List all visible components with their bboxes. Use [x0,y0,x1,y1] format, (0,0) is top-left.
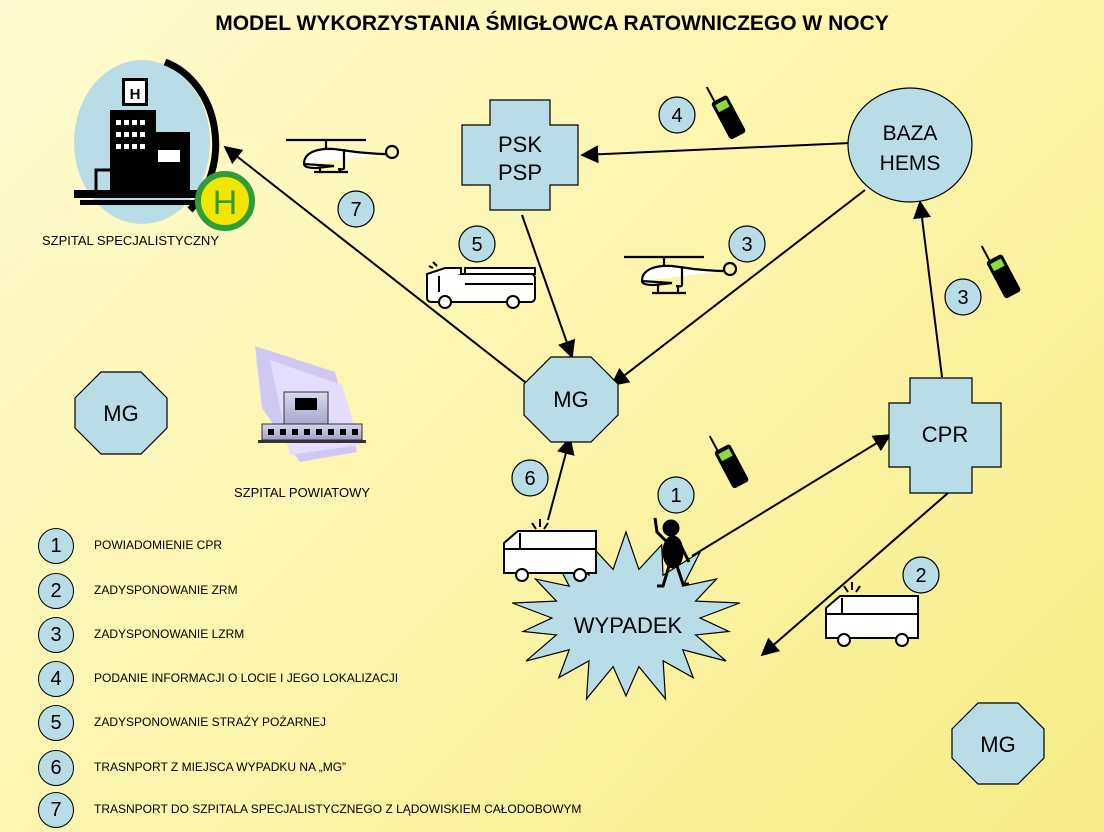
mobile-phone-icon [980,245,1021,299]
step-badge-6 [511,459,549,497]
ambulance-icon [503,519,597,582]
legend-label: TRASNPORT Z MIEJSCA WYPADKU NA „MG” [94,760,347,774]
legend-item-5: 5 ZADYSPONOWANIE STRAŻY POŻARNEJ [38,705,758,741]
mg-node-left [74,371,168,455]
legend-label: ZADYSPONOWANIE LZRM [94,627,245,641]
county-hospital-caption: SZPITAL POWIATOWY [234,485,371,500]
legend-item-1: 1 POWIADOMIENIE CPR [38,528,758,564]
diagram-title: MODEL WYKORZYSTANIA ŚMIGŁOWCA RATOWNICZE… [215,12,889,35]
hospital-sign-letter: H [130,86,141,103]
baza-label: BAZA [883,122,938,145]
legend-label: ZADYSPONOWANIE ZRM [94,583,238,597]
hospital-building-icon [74,58,224,224]
legend-item-3: 3 ZADYSPONOWANIE LZRM [38,617,758,653]
step-badge-5 [458,225,496,263]
arrow-baza-to-mg [610,189,866,387]
mg-node-bottom-right [951,702,1045,785]
arrow-baza-to-psk [580,142,851,164]
psk-label: PSK [498,132,542,157]
specialist-hospital-caption: SZPITAL SPECJALISTYCZNY [42,233,219,248]
legend-label: POWIADOMIENIE CPR [94,538,223,552]
baza-hems-node [847,87,973,203]
flow-arrows [223,142,949,657]
legend-number: 6 [38,750,74,786]
arrow-mg-to-szpital [223,145,526,383]
step-badge-6-number: 6 [524,468,535,490]
mg-label-left: MG [103,401,138,426]
legend-number: 1 [38,528,74,564]
step-badges: 1 2 3 3 4 5 6 7 [337,96,982,594]
legend-number: 4 [38,661,74,697]
arrow-psk-to-mg [521,214,576,359]
mobile-phone-icon [705,86,746,140]
legend-item-2: 2 ZADYSPONOWANIE ZRM [38,573,758,609]
mg-node-center [523,356,619,443]
step-badge-3-phone-number: 3 [957,287,968,309]
psk-psp-node [461,99,579,211]
step-badge-4-number: 4 [671,105,682,127]
helicopter-icon [286,138,400,174]
arrow-wypadek-to-cpr [691,434,892,557]
arrow-ambulance-to-mg [547,436,575,521]
arrow-cpr-to-wypadek [760,492,949,657]
step-badge-2 [902,556,940,594]
legend-label: PODANIE INFORMACJI O LOCIE I JEGO LOKALI… [94,671,399,685]
wypadek-label: WYPADEK [574,613,683,638]
helicopter-icon [624,255,738,295]
fire-truck-icon [426,261,536,309]
step-badge-2-number: 2 [915,565,926,587]
arrow-cpr-to-baza [913,200,943,378]
step-badge-1-number: 1 [670,485,681,507]
helipad-icon [195,171,255,231]
psp-label: PSP [498,160,542,185]
legend-item-7: 7 TRASNPORT DO SZPITALA SPECJALISTYCZNEG… [38,792,758,828]
step-badge-4 [658,96,696,134]
helipad-letter: H [213,184,238,222]
mg-label-bottom-right: MG [980,732,1015,757]
legend-number: 7 [38,792,74,828]
mg-label-center: MG [553,387,588,412]
cpr-node [888,377,1002,494]
legend-number: 5 [38,705,74,741]
county-hospital-icon [255,346,366,462]
step-badge-7-number: 7 [350,199,361,221]
mobile-phone-icon [708,435,749,489]
legend-item-6: 6 TRASNPORT Z MIEJSCA WYPADKU NA „MG” [38,750,758,786]
legend-number: 2 [38,573,74,609]
legend-item-4: 4 PODANIE INFORMACJI O LOCIE I JEGO LOKA… [38,661,758,697]
person-icon [653,517,691,588]
legend-label: ZADYSPONOWANIE STRAŻY POŻARNEJ [94,715,327,729]
step-badge-7 [337,190,375,228]
hems-label: HEMS [880,152,941,175]
cpr-label: CPR [922,422,968,447]
step-badge-3-phone [944,278,982,316]
legend-label: TRASNPORT DO SZPITALA SPECJALISTYCZNEGO … [94,802,582,816]
ambulance-icon [825,582,919,647]
step-badge-1 [657,476,695,514]
step-badge-5-number: 5 [471,234,482,256]
step-badge-3-helicopter [728,225,766,263]
legend-number: 3 [38,617,74,653]
step-badge-3-helicopter-number: 3 [741,234,752,256]
